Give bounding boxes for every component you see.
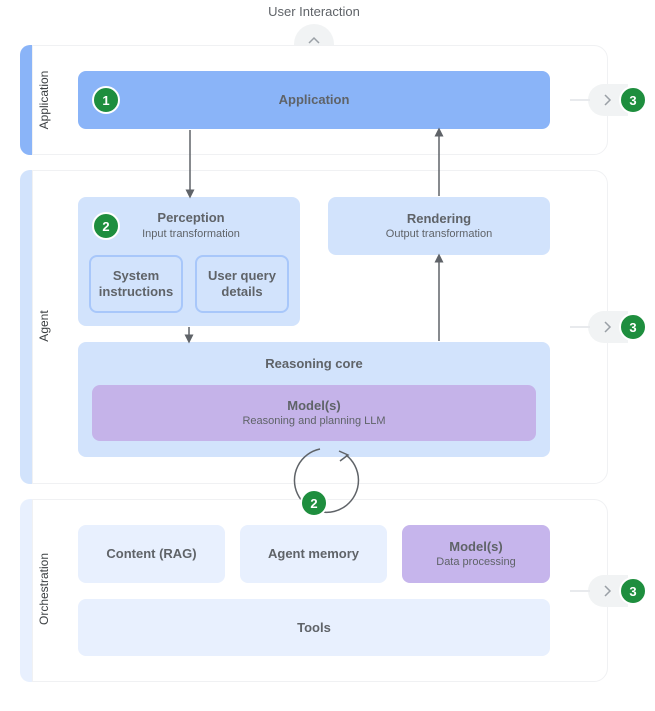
user-query-box[interactable]: User query details: [195, 255, 289, 313]
application-band: [20, 45, 32, 155]
connector-line: [570, 590, 590, 592]
agent-memory-box[interactable]: Agent memory: [240, 525, 387, 583]
system-instructions-title: System instructions: [98, 268, 174, 299]
agent-band: [20, 170, 32, 484]
rendering-box[interactable]: Rendering Output transformation: [328, 197, 550, 255]
step-badge-3-agent: 3: [619, 313, 647, 341]
chevron-right-icon[interactable]: [599, 583, 615, 599]
perception-subtitle: Input transformation: [142, 228, 240, 240]
reasoning-core-title: Reasoning core: [265, 356, 363, 371]
user-query-title: User query details: [208, 268, 276, 299]
application-box[interactable]: Application: [78, 71, 550, 129]
content-rag-title: Content (RAG): [106, 546, 197, 561]
tools-box[interactable]: Tools: [78, 599, 550, 656]
models-reasoning-subtitle: Reasoning and planning LLM: [242, 415, 386, 427]
tools-title: Tools: [297, 619, 331, 635]
rendering-title: Rendering: [406, 211, 472, 226]
rendering-subtitle: Output transformation: [385, 228, 493, 240]
models-reasoning-title: Model(s): [287, 398, 341, 413]
user-interaction-label: User Interaction: [268, 4, 360, 19]
orchestration-band: [20, 499, 32, 682]
connector-line: [570, 99, 590, 101]
step-badge-3-orchestration: 3: [619, 577, 647, 605]
agent-memory-title: Agent memory: [267, 546, 360, 561]
step-badge-1: 1: [92, 86, 120, 114]
content-rag-box[interactable]: Content (RAG): [78, 525, 225, 583]
chevron-right-icon[interactable]: [599, 92, 615, 108]
models-reasoning-box[interactable]: Model(s) Reasoning and planning LLM: [92, 385, 536, 441]
application-box-title: Application: [278, 92, 350, 107]
step-badge-3-application: 3: [619, 86, 647, 114]
system-instructions-box[interactable]: System instructions: [89, 255, 183, 313]
step-badge-2-loop: 2: [300, 489, 328, 517]
perception-title: Perception: [157, 210, 225, 225]
chevron-right-icon[interactable]: [599, 319, 615, 335]
models-data-subtitle: Data processing: [436, 556, 516, 568]
connector-line: [570, 326, 590, 328]
step-badge-2-perception: 2: [92, 212, 120, 240]
models-data-title: Model(s): [449, 539, 503, 554]
models-data-box[interactable]: Model(s) Data processing: [402, 525, 550, 583]
